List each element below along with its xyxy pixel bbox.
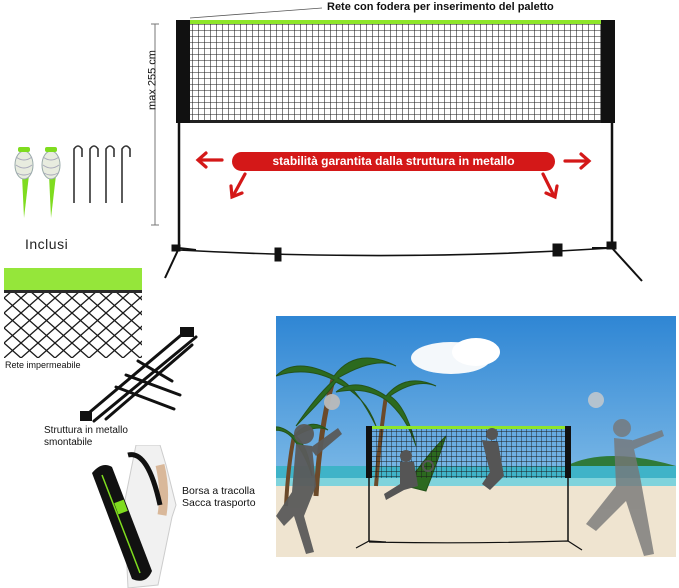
folded-frame <box>80 327 198 423</box>
net-swatch <box>4 268 142 358</box>
carry-bag <box>92 445 177 588</box>
bag-label: Borsa a tracolla Sacca trasporto <box>182 485 256 510</box>
height-dimension-line <box>151 23 159 226</box>
arrow-right-icon <box>563 152 592 170</box>
player-silhouette-mid <box>384 428 504 500</box>
net-sleeve-label: Rete con fodera per inserimento del pale… <box>327 1 554 13</box>
included-accessories <box>14 145 131 218</box>
rope-icon <box>41 147 61 218</box>
rope-icon <box>14 147 34 218</box>
arrow-down-right-icon <box>541 172 559 200</box>
beach-scene-photo <box>276 316 676 557</box>
waterproof-net-label: Rete impermeabile <box>5 360 81 370</box>
player-silhouette-right <box>586 392 664 556</box>
arrow-left-icon <box>195 151 224 169</box>
included-label: Inclusi <box>25 236 69 252</box>
net-product-diagram <box>151 7 643 282</box>
max-height-label: max 255 cm <box>146 50 159 110</box>
stability-banner: stabilità garantita dalla struttura in m… <box>232 152 555 171</box>
arrow-down-left-icon <box>229 172 247 200</box>
net-frame <box>164 123 643 282</box>
player-silhouette-left <box>276 394 342 554</box>
badminton-net <box>176 20 615 123</box>
tent-peg-icon <box>73 145 131 203</box>
metal-frame-label: Struttura in metallo smontabile <box>44 425 128 448</box>
